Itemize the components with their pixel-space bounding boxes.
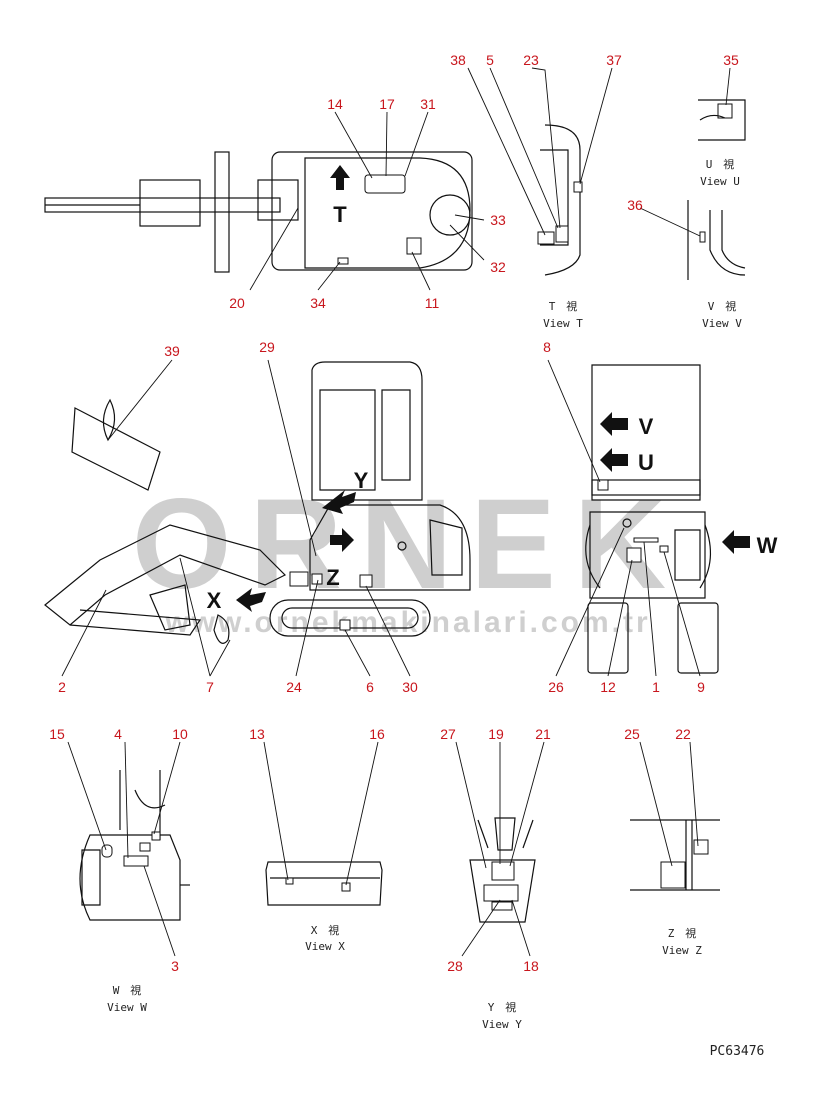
callout-35: 35 [723,52,739,68]
callout-39: 39 [164,343,180,359]
callout-25: 25 [624,726,640,742]
callout-15: 15 [49,726,65,742]
view-t-label: View T [543,317,583,330]
callout-6: 6 [366,679,374,695]
view-v-drawing [687,200,746,280]
callout-34: 34 [310,295,326,311]
callout-21: 21 [535,726,551,742]
callout-23: 23 [523,52,539,68]
callout-29: 29 [259,339,275,355]
callout-32: 32 [490,259,506,275]
view-z-drawing [630,819,720,891]
callout-4: 4 [114,726,122,742]
arrow-y [322,490,356,514]
callout-31: 31 [420,96,436,112]
callout-13: 13 [249,726,265,742]
view-x-label: View X [305,940,345,953]
callout-28: 28 [447,958,463,974]
view-x-label-jp: X 視 [311,923,340,937]
callout-numbers: 38 5 23 37 35 14 17 31 33 32 36 20 34 11… [49,52,739,974]
view-v-label-jp: V 視 [708,299,737,313]
drawing-code: PC63476 [710,1044,765,1059]
view-z-label-jp: Z 視 [668,926,697,940]
view-w-label-jp: W 視 [113,983,142,997]
callout-24: 24 [286,679,302,695]
callout-20: 20 [229,295,245,311]
watermark-main: ORNEK [132,473,684,616]
arrow-letter-t: T [333,202,347,227]
view-z-label: View Z [662,944,702,957]
callout-14: 14 [327,96,343,112]
callout-8: 8 [543,339,551,355]
view-y-label-jp: Y 視 [488,1000,517,1014]
callout-3: 3 [171,958,179,974]
arrow-letter-x: X [207,588,222,613]
callout-11: 11 [425,295,440,311]
watermark-sub: www.ornekmakinalari.com.tr [164,606,650,639]
callout-37: 37 [606,52,622,68]
callout-10: 10 [172,726,188,742]
view-w-drawing [79,770,190,921]
view-y-drawing [469,817,536,923]
callout-7: 7 [206,679,214,695]
view-u-label-jp: U 視 [706,157,735,171]
arrow-x [236,588,266,612]
view-v-label: View V [702,317,742,330]
watermark: ORNEK www.ornekmakinalari.com.tr [132,473,684,639]
callout-36: 36 [627,197,643,213]
callout-1: 1 [652,679,660,695]
view-y-label: View Y [482,1018,522,1031]
callout-19: 19 [488,726,504,742]
view-t-label-jp: T 視 [549,299,578,313]
arrow-letter-u: U [638,450,654,475]
callout-17: 17 [379,96,395,112]
arrow-letter-y: Y [354,468,369,493]
callout-38: 38 [450,52,466,68]
view-labels: U 視 View U T 視 View T V 視 View V X 視 Vie… [107,157,742,1031]
view-u-label: View U [700,175,740,188]
arrow-letter-w: W [757,533,778,558]
callout-18: 18 [523,958,539,974]
callout-5: 5 [486,52,494,68]
callout-27: 27 [440,726,456,742]
callout-26: 26 [548,679,564,695]
callout-12: 12 [600,679,616,695]
arrow-letter-z: Z [326,565,339,590]
view-x-drawing [265,861,383,906]
view-u-drawing [698,99,746,141]
callout-16: 16 [369,726,385,742]
callout-30: 30 [402,679,418,695]
callout-9: 9 [697,679,705,695]
arrow-letter-v: V [639,414,654,439]
leader-lines [61,67,731,957]
top-view-machine: T [44,151,473,273]
side-view-machine: Y Z X [44,361,471,644]
view-w-label: View W [107,1001,147,1014]
rear-view-machine: V U W [585,364,778,674]
callout-2: 2 [58,679,66,695]
callout-33: 33 [490,212,506,228]
callout-22: 22 [675,726,691,742]
view-t-drawing [537,124,583,276]
